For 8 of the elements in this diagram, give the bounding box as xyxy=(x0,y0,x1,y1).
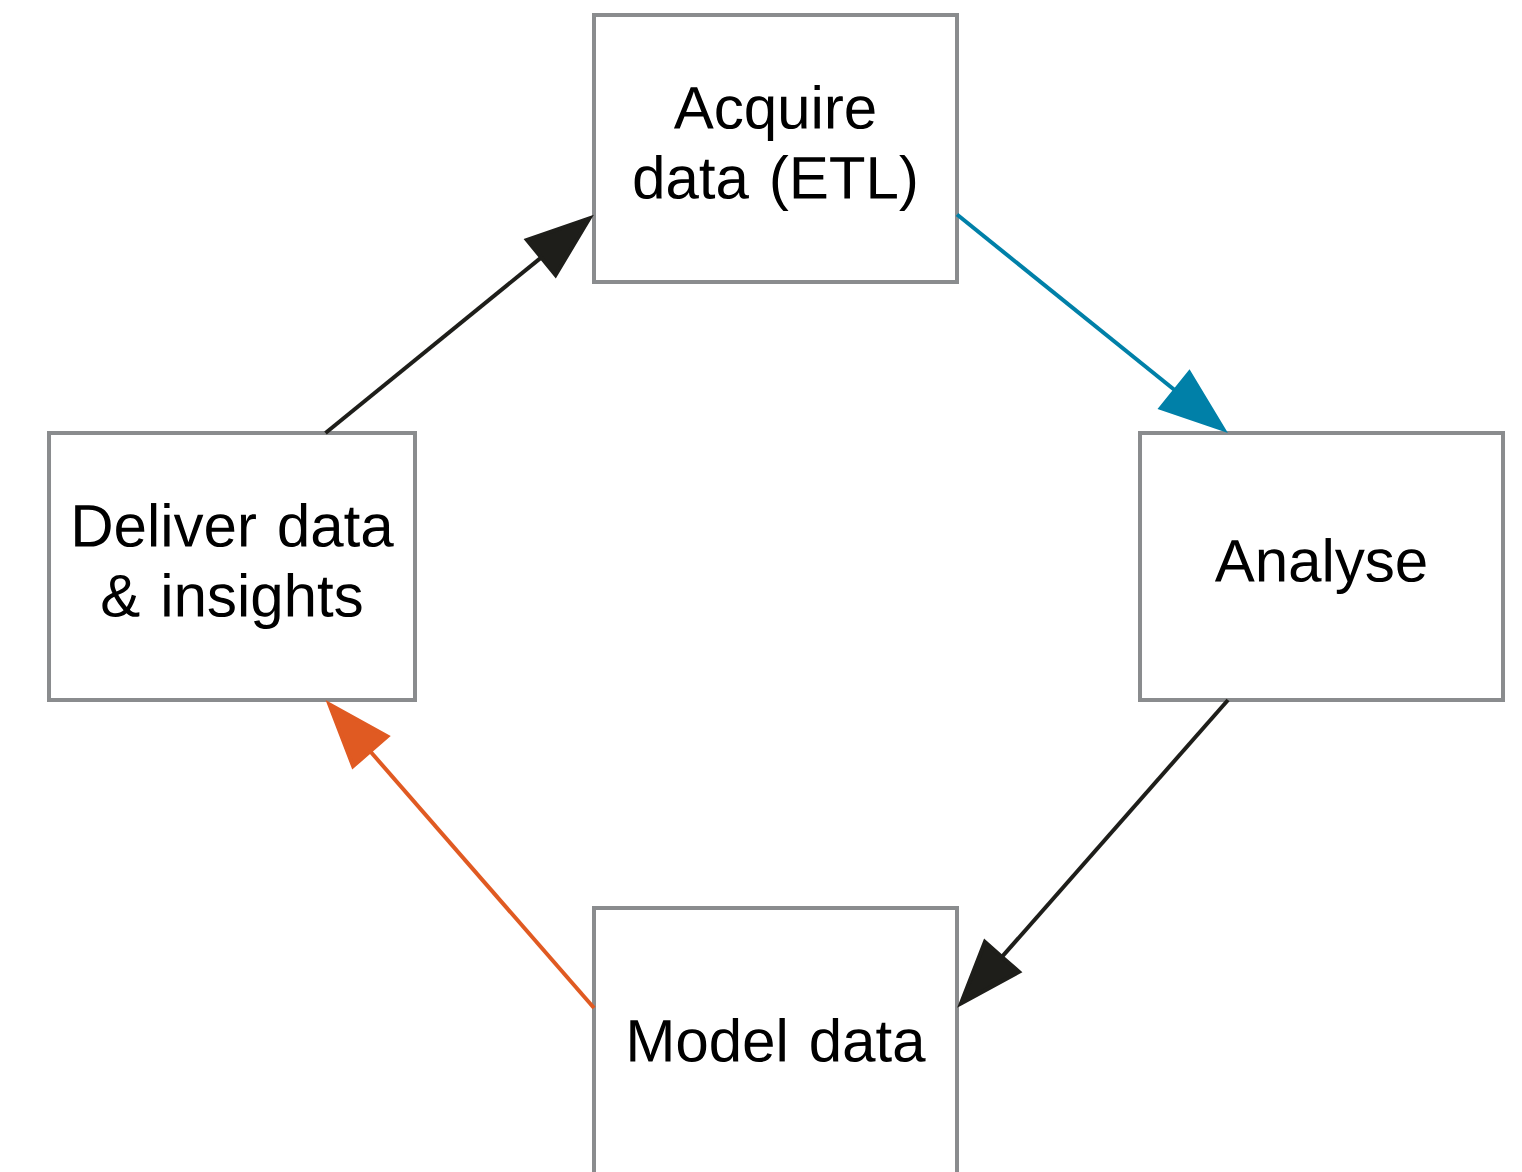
process-box xyxy=(1138,431,1505,702)
process-box xyxy=(592,13,959,284)
box-label: Model data xyxy=(630,1017,926,1063)
box-label: Analyse xyxy=(1214,538,1426,594)
box-label: Deliver data & insights xyxy=(75,503,394,629)
box-label: Acquire data (ETL) xyxy=(634,85,916,211)
process-box xyxy=(47,431,417,702)
process-box xyxy=(592,906,959,1172)
